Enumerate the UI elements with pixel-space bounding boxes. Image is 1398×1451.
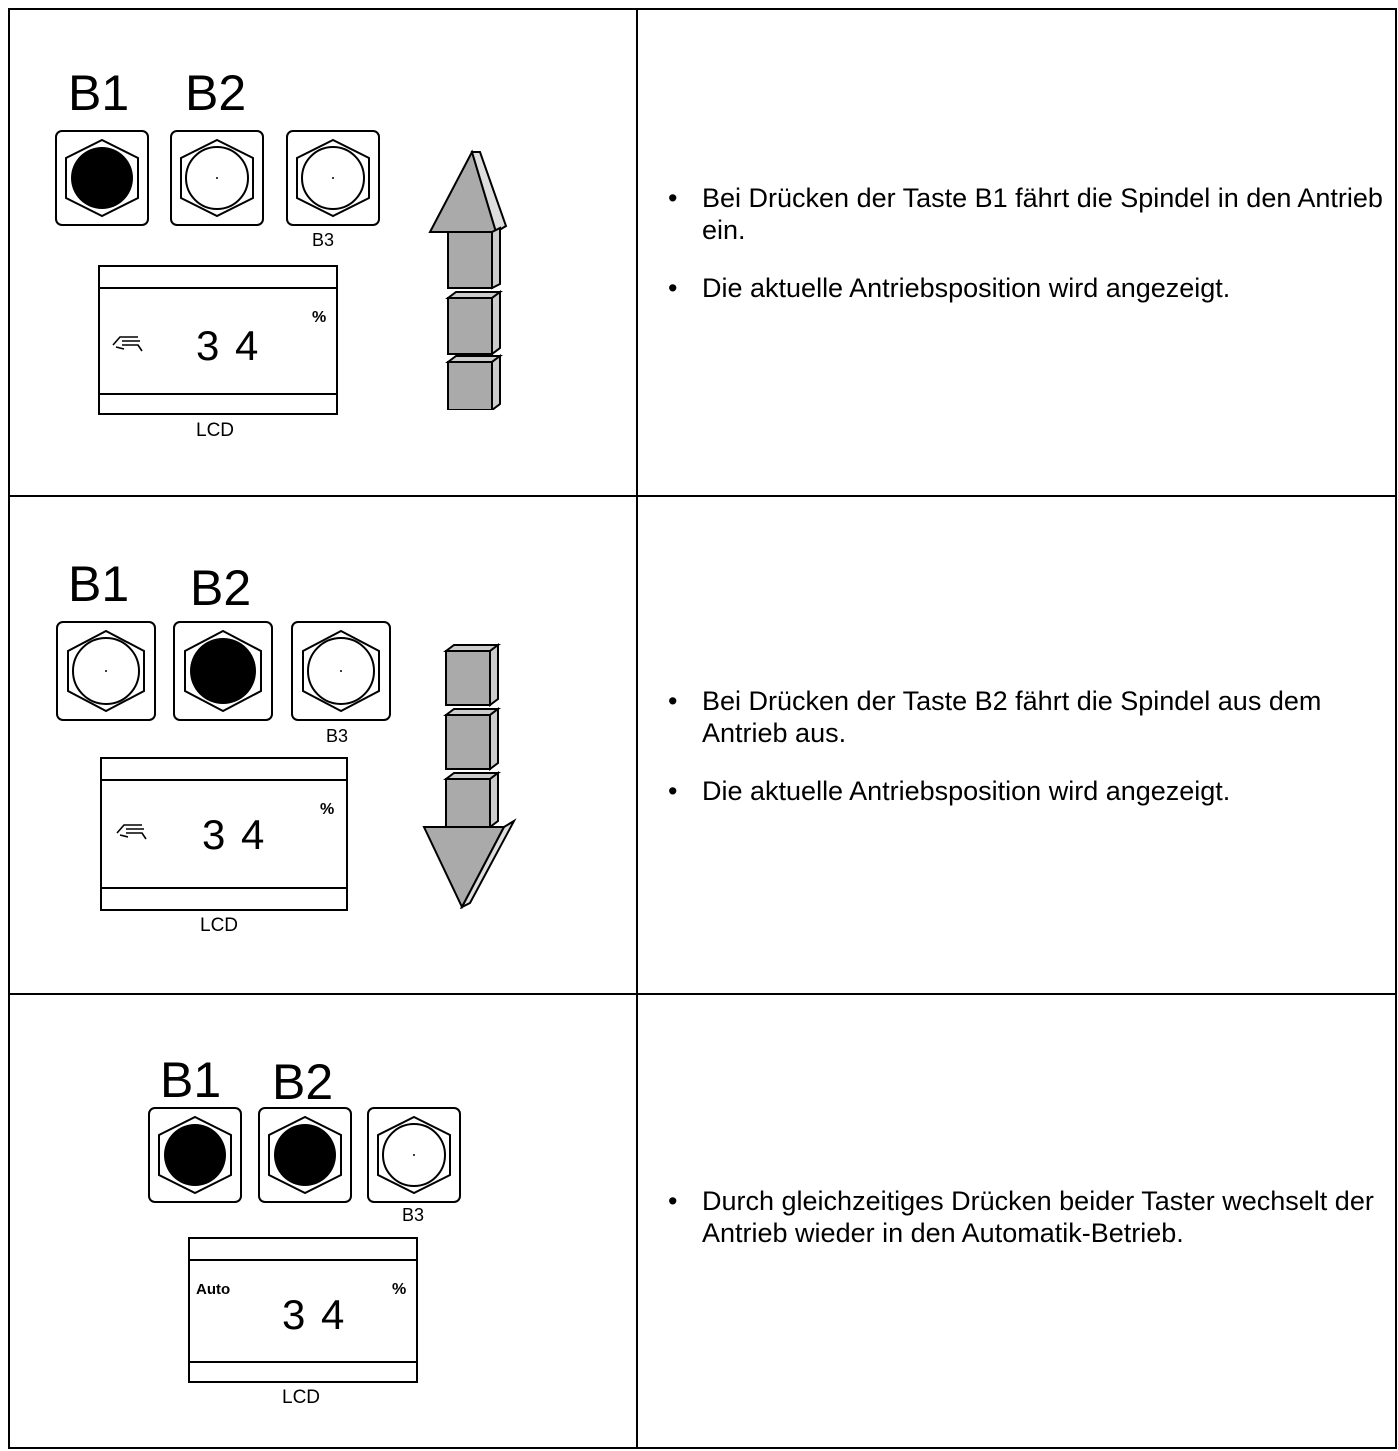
bullet-item: Die aktuelle Antriebsposition wird angez… <box>668 272 1390 304</box>
auto-mode-label: Auto <box>196 1281 231 1298</box>
button-b1[interactable] <box>55 130 149 226</box>
lcd-top-bar <box>100 287 336 289</box>
table-row: B1 B2 B3 3 4 % LCD <box>10 10 1395 495</box>
hand-icon <box>112 336 143 352</box>
button-b3[interactable] <box>291 621 391 721</box>
arrow-down-icon <box>422 643 517 909</box>
table-row: B1 B2 B3 Auto 3 4 % LCD Durch <box>10 995 1395 1451</box>
bullet-item: Die aktuelle Antriebsposition wird angez… <box>668 775 1390 807</box>
button-b2[interactable] <box>170 130 264 226</box>
b1-label: B1 <box>68 556 130 612</box>
lcd-display: 3 4 % <box>100 757 348 911</box>
b1-label: B1 <box>160 1052 222 1108</box>
row-divider <box>10 993 1395 995</box>
instruction-text: Bei Drücken der Taste B2 fährt die Spind… <box>650 685 1390 833</box>
bullet-item: Durch gleichzeitiges Drücken beider Tast… <box>668 1185 1390 1249</box>
bullet-item: Bei Drücken der Taste B2 fährt die Spind… <box>668 685 1390 749</box>
lcd-top-bar <box>102 779 346 781</box>
button-b3[interactable] <box>367 1107 461 1203</box>
control-panel-illustration: B1 B2 B3 3 4 % LCD <box>10 10 636 495</box>
unit-label: % <box>312 309 327 326</box>
position-value: 3 4 <box>196 322 261 369</box>
button-b2[interactable] <box>173 621 273 721</box>
instruction-text: Durch gleichzeitiges Drücken beider Tast… <box>650 1185 1390 1275</box>
lcd-bottom-bar <box>190 1361 416 1363</box>
b3-label: B3 <box>312 230 335 250</box>
lcd-bottom-bar <box>100 393 336 395</box>
b2-label: B2 <box>272 1054 334 1110</box>
lcd-label: LCD <box>196 420 235 441</box>
lcd-label: LCD <box>200 915 239 936</box>
b3-label: B3 <box>402 1205 425 1225</box>
instruction-text: Bei Drücken der Taste B1 fährt die Spind… <box>650 182 1390 330</box>
instruction-table: B1 B2 B3 3 4 % LCD <box>8 8 1397 1449</box>
column-divider <box>636 10 638 1447</box>
row-divider <box>10 495 1395 497</box>
hand-icon <box>116 824 147 840</box>
table-row: B1 B2 B3 3 4 % LCD <box>10 497 1395 993</box>
lcd-display: Auto 3 4 % <box>188 1237 418 1383</box>
bullet-item: Bei Drücken der Taste B1 fährt die Spind… <box>668 182 1390 246</box>
lcd-label: LCD <box>282 1387 321 1408</box>
b2-label: B2 <box>185 65 247 121</box>
unit-label: % <box>392 1281 407 1298</box>
button-b3[interactable] <box>286 130 380 226</box>
button-b1[interactable] <box>148 1107 242 1203</box>
b2-label: B2 <box>190 560 252 616</box>
unit-label: % <box>320 801 335 818</box>
b1-label: B1 <box>68 65 130 121</box>
lcd-bottom-bar <box>102 887 346 889</box>
arrow-up-icon <box>428 149 508 410</box>
control-panel-illustration: B1 B2 B3 3 4 % LCD <box>10 497 636 993</box>
b3-label: B3 <box>326 726 349 746</box>
control-panel-illustration: B1 B2 B3 Auto 3 4 % LCD <box>10 995 636 1451</box>
button-b1[interactable] <box>56 621 156 721</box>
lcd-top-bar <box>190 1259 416 1261</box>
position-value: 3 4 <box>202 811 267 858</box>
lcd-display: 3 4 % <box>98 265 338 415</box>
position-value: 3 4 <box>282 1291 347 1338</box>
button-b2[interactable] <box>258 1107 352 1203</box>
